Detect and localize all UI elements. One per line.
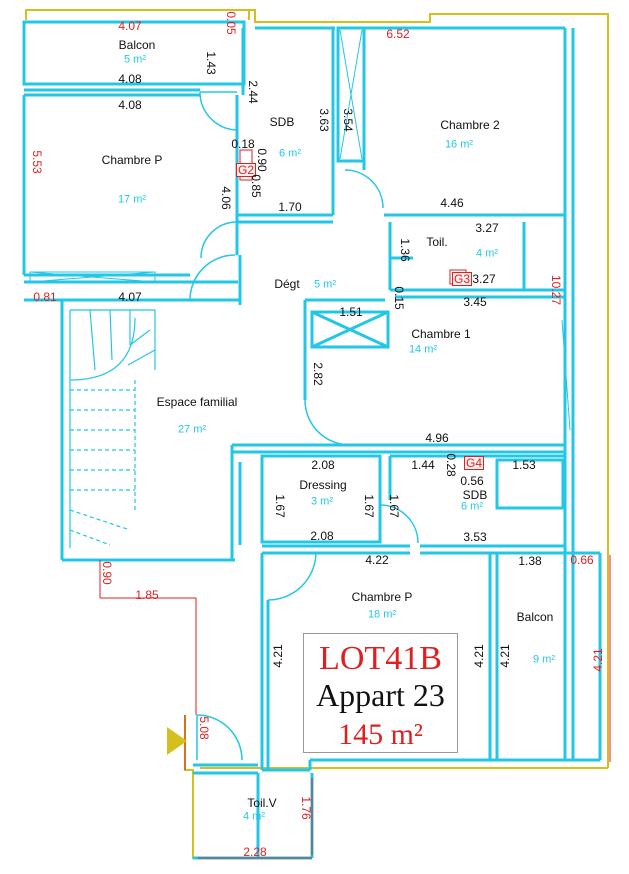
dim-label: 3.63 — [317, 108, 331, 132]
red-dim-label: 0.81 — [33, 290, 57, 304]
dim-label: 4.46 — [440, 196, 464, 210]
dim-label: 2.82 — [311, 362, 325, 386]
room-area-espace-familial: 27 m² — [177, 423, 207, 436]
dim-label: 4.08 — [118, 98, 142, 112]
room-name-toil-v: Toil.V — [247, 796, 277, 810]
lot-code: LOT41B — [319, 640, 442, 677]
dim-label: 4.21 — [472, 644, 486, 668]
room-name-chambre-1: Chambre 1 — [411, 327, 471, 341]
red-dim-label: 5.53 — [30, 150, 44, 174]
red-dim-label: 0.90 — [100, 561, 114, 585]
red-dim-label: 1.76 — [299, 796, 313, 820]
dim-label: 1.70 — [278, 200, 302, 214]
red-dim-label: 0.05 — [224, 11, 238, 35]
red-dim-label: 10.27 — [549, 274, 563, 306]
dim-label: 2.08 — [311, 458, 335, 472]
apartment-number: Appart 23 — [316, 677, 445, 713]
room-area-chambre-p-top: 17 m² — [117, 193, 147, 206]
dim-label: 1.67 — [273, 494, 287, 518]
dim-label: 3.54 — [341, 108, 355, 132]
room-area-degt: 5 m² — [314, 278, 336, 291]
dim-label: 4.21 — [498, 644, 512, 668]
dim-label: 1.67 — [387, 494, 401, 518]
room-name-toil: Toil. — [426, 235, 448, 249]
red-dim-label: 1.85 — [135, 588, 159, 602]
dim-label: 1.51 — [339, 305, 363, 319]
dim-label: 0.18 — [231, 137, 255, 151]
closet-hatch — [29, 29, 571, 431]
dim-label: 2.44 — [246, 80, 260, 104]
red-dim-label: 5.08 — [197, 716, 211, 740]
lot-label-box: LOT41B Appart 23 145 m² — [303, 633, 458, 753]
dim-label: 4.22 — [365, 553, 389, 567]
room-name-chambre-p-bottom: Chambre P — [351, 590, 413, 604]
dim-label: 0.56 — [460, 474, 484, 488]
room-area-dressing: 3 m² — [311, 495, 333, 508]
room-name-sdb-mid: SDB — [462, 488, 488, 502]
dim-label: 1.38 — [518, 554, 542, 568]
room-area-chambre-2: 16 m² — [444, 138, 474, 151]
room-name-chambre-2: Chambre 2 — [440, 118, 500, 132]
dim-label: 3.53 — [463, 530, 487, 544]
dim-label: 0.90 — [255, 148, 269, 172]
tag-g2: G2 — [235, 163, 257, 177]
dim-label: 4.06 — [219, 186, 233, 210]
walls — [22, 20, 602, 860]
room-name-sdb-top: SDB — [269, 115, 295, 129]
dim-label: 1.36 — [398, 238, 412, 262]
red-dim-label: 6.52 — [386, 27, 410, 41]
room-area-chambre-1: 14 m² — [408, 343, 438, 356]
dim-label: 0.28 — [444, 453, 458, 477]
dim-label: 0.85 — [249, 174, 263, 198]
room-name-espace-familial: Espace familial — [156, 395, 238, 409]
dim-label: 4.21 — [271, 644, 285, 668]
dim-label: 4.08 — [118, 72, 142, 86]
dim-label: 1.53 — [512, 458, 536, 472]
room-area-balcon-right: 9 m² — [533, 653, 555, 666]
room-area-toil: 4 m² — [476, 247, 498, 260]
dim-label: 1.44 — [411, 458, 435, 472]
tag-g3: G3 — [451, 272, 473, 286]
room-area-chambre-p-bottom: 18 m² — [367, 608, 397, 621]
red-dimension-lines — [99, 555, 611, 859]
dim-label: 4.07 — [118, 290, 142, 304]
room-name-balcon-top: Balcon — [118, 38, 156, 52]
red-dim-label: 0.66 — [570, 553, 594, 567]
entry-arrow-icon — [167, 727, 187, 755]
staircase — [69, 309, 156, 548]
dim-label: 1.67 — [362, 494, 376, 518]
room-area-sdb-mid: 6 m² — [461, 500, 483, 513]
total-area: 145 m² — [338, 718, 423, 751]
red-dim-label: 4.07 — [118, 19, 142, 33]
dim-label: 3.45 — [463, 295, 487, 309]
tag-g4: G4 — [463, 456, 485, 470]
dim-label: 2.08 — [310, 529, 334, 543]
room-name-dressing: Dressing — [299, 478, 347, 492]
room-area-toil-v: 4 m² — [243, 810, 265, 823]
dim-label: 1.43 — [204, 51, 218, 75]
room-name-chambre-p-top: Chambre P — [101, 153, 163, 167]
red-dim-label: 2.28 — [243, 845, 267, 859]
dim-label: 3.27 — [472, 272, 496, 286]
room-area-balcon-top: 5 m² — [124, 53, 146, 66]
room-name-degt: Dégt — [274, 277, 300, 291]
dim-label: 0.15 — [392, 286, 406, 310]
room-name-balcon-right: Balcon — [516, 610, 554, 624]
dim-label: 3.27 — [475, 221, 499, 235]
dim-label: 4.96 — [425, 431, 449, 445]
door-swings — [189, 91, 419, 761]
red-dim-label: 4.21 — [591, 648, 605, 672]
room-area-sdb-top: 6 m² — [279, 147, 301, 160]
